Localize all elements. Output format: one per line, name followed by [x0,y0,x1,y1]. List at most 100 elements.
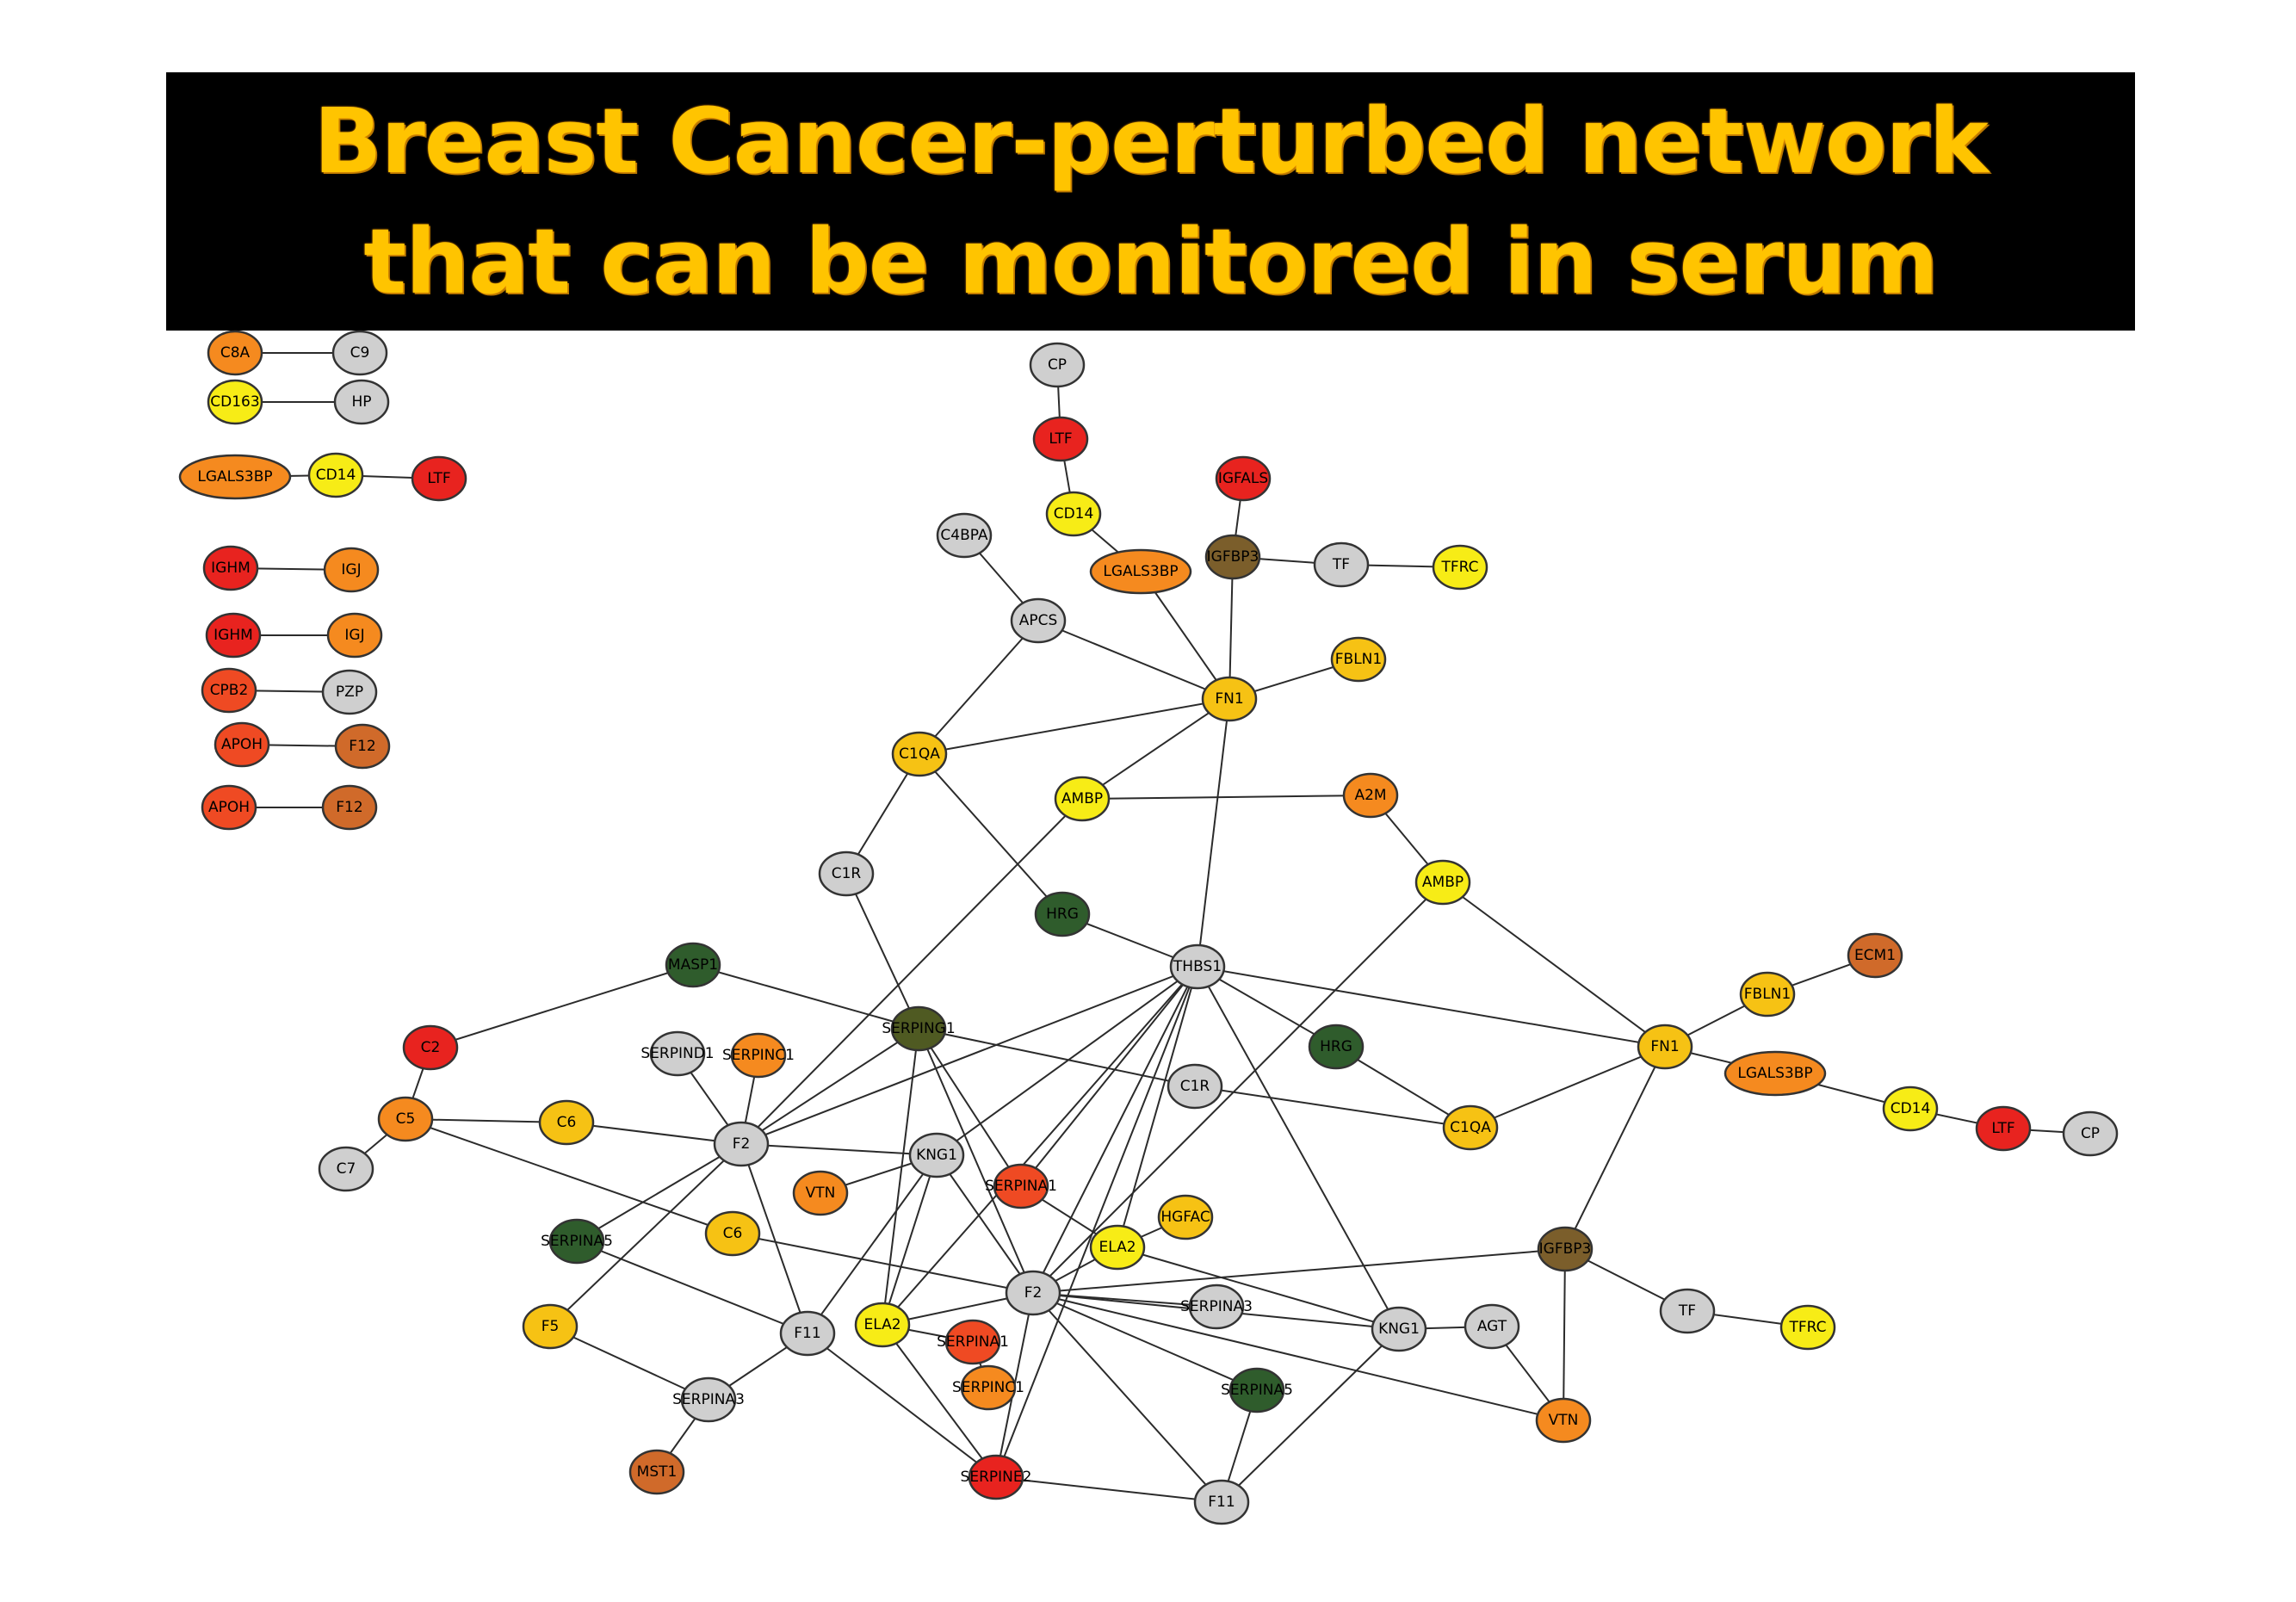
node-circle [1308,1024,1365,1070]
node-circle [1228,1367,1285,1413]
node-label: CPB2 [210,682,249,699]
node-c6a: C6 [538,1099,595,1146]
edge-apcs-c1qa1 [919,620,1039,755]
node-s4a: IGHM [202,545,259,591]
node-a2m: A2M [1342,772,1399,819]
node-agt: AGT [1464,1303,1520,1350]
node-circle [704,1210,761,1257]
node-vtn1: VTN [792,1170,849,1216]
node-label: VTN [806,1184,836,1202]
node-circle [908,1132,965,1178]
node-f2b: F2 [1005,1270,1061,1316]
node-cd14a: CD14 [1045,491,1102,537]
node-label: ELA2 [1098,1239,1136,1256]
edge-f11a-serpine2 [807,1333,997,1478]
node-circle [1054,776,1111,822]
node-circle [202,545,259,591]
node-label: FBLN1 [1335,651,1382,668]
node-label: CD163 [210,393,259,411]
node-circle [713,1121,770,1167]
edge-kng1a-ela2b [882,1154,938,1326]
edge-serpine2-thbs1 [995,966,1198,1478]
node-label: IGFALS [1218,470,1268,487]
edge-c6a-f2a [566,1122,742,1145]
node-fn1b: FN1 [1637,1024,1693,1070]
edge-fn1b-igfbp3b [1564,1046,1666,1250]
edge-f2b-igfbp3b [1032,1248,1566,1294]
node-circle [1847,932,1903,979]
node-label: A2M [1354,787,1386,804]
node-circle [548,1218,605,1265]
node-circle [1739,971,1796,1017]
edge-igfbp3a-fn1a [1228,556,1234,700]
node-label: IGJ [344,627,364,644]
node-ela2b: ELA2 [854,1302,911,1348]
node-circle [1204,534,1261,580]
edge-ambp2-fn1b [1442,881,1666,1048]
node-label: ELA2 [863,1316,900,1333]
node-serpina1b: SERPINA1 [937,1319,1009,1365]
edge-thbs1-f2a [740,966,1198,1145]
edge-c1r1-serping1 [845,873,919,1030]
edge-thbs1-hrg2 [1197,966,1337,1048]
node-label: C1QA [1450,1119,1491,1136]
node-s6a: CPB2 [201,667,257,714]
node-circle [201,784,257,831]
node-cp2: CP [2062,1110,2119,1157]
node-circle [1882,1086,1939,1132]
node-label: MASP1 [668,956,718,974]
node-s8a: APOH [201,784,257,831]
node-label: F11 [1208,1494,1235,1511]
node-label: AGT [1477,1318,1507,1335]
node-label: C1R [832,865,862,882]
node-label: F2 [733,1135,751,1153]
node-label: CD14 [1891,1100,1931,1117]
edge-thbs1-kng1a [936,966,1198,1156]
node-circle [402,1024,459,1071]
node-circle [2062,1110,2119,1157]
node-label: F2 [1024,1284,1043,1302]
title-line-1: Breast Cancer-perturbed network [313,89,1988,194]
node-circle [1169,943,1226,990]
node-f2a: F2 [713,1121,770,1167]
node-s3b: CD14 [307,452,364,498]
node-label: ECM1 [1854,947,1896,964]
node-label: F5 [542,1318,560,1335]
node-c1r2: C1R [1167,1063,1223,1110]
node-circle [1330,636,1387,683]
node-label: LTF [1049,430,1072,448]
node-s6b: PZP [321,669,378,715]
node-c2: C2 [402,1024,459,1071]
node-label: SERPINA3 [1180,1298,1253,1315]
node-circle [1089,1224,1146,1271]
node-s5b: IGJ [326,612,383,659]
edge-serpina5a-f11a [576,1240,808,1334]
node-s3a: LGALS3BP [178,454,292,500]
node-serpina3b: SERPINA3 [672,1376,745,1423]
node-label: HGFAC [1160,1209,1210,1226]
node-circle [1029,342,1086,388]
edge-c1qa1-hrg1 [919,753,1063,915]
node-label: SERPINA5 [541,1233,613,1250]
node-label: F11 [794,1325,820,1342]
edge-fn1b-c1qa2 [1470,1046,1666,1129]
node-s1a: C8A [207,330,263,376]
node-label: SERPINC1 [722,1047,795,1064]
edge-kng1b-f11b [1221,1328,1400,1503]
node-circle [1157,1194,1214,1240]
node-s5a: IGHM [205,612,262,659]
node-circle [1167,1063,1223,1110]
node-igfbp3b: IGFBP3 [1537,1226,1594,1272]
node-ltf2: LTF [1975,1105,2032,1152]
node-hgfac: HGFAC [1157,1194,1214,1240]
edge-masp1-serping1 [692,964,919,1030]
node-circle [818,850,875,897]
node-label: C4BPA [940,527,988,544]
node-circle [854,1302,911,1348]
edge-thbs1-ela2a [1117,966,1198,1248]
node-s7b: F12 [334,723,391,770]
edge-f2b-serpina5b [1032,1292,1258,1391]
node-label: TF [1678,1302,1696,1320]
node-circle [730,1032,787,1079]
edge-kng1a-f2b [936,1154,1034,1294]
